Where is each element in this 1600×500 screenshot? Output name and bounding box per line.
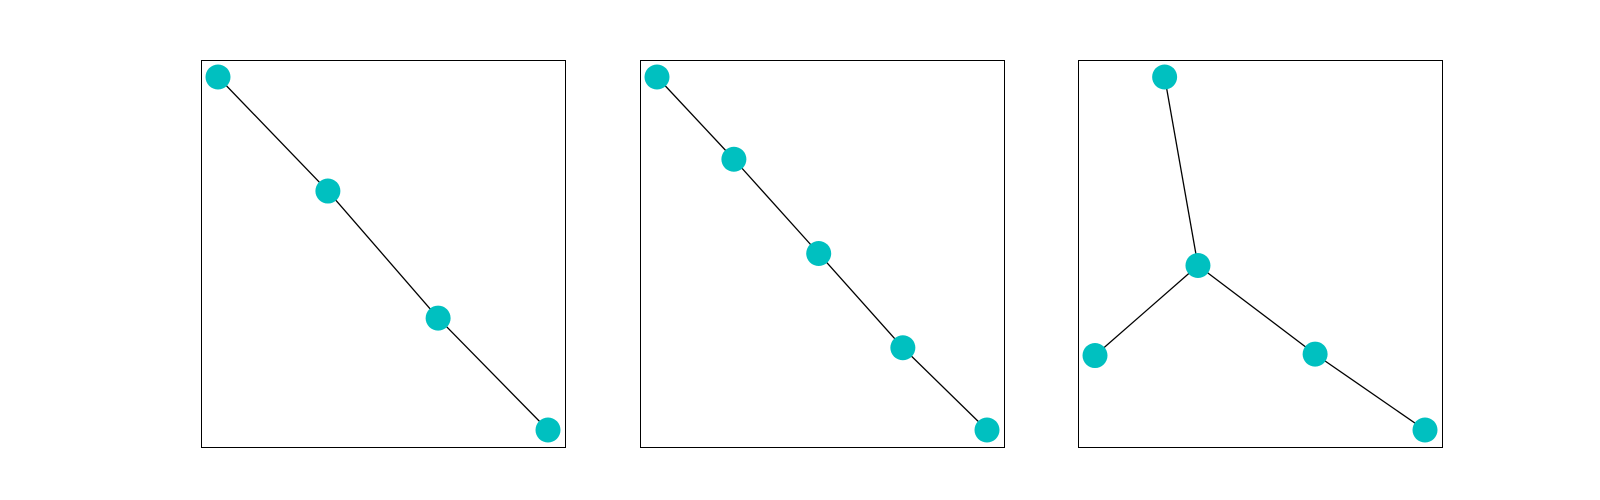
graph-node xyxy=(535,417,561,443)
graph-edge xyxy=(437,317,549,431)
panel-frame xyxy=(640,60,1005,448)
graph-edge xyxy=(1197,264,1316,355)
graph-panel-2 xyxy=(640,60,1005,448)
graph-edge xyxy=(327,190,439,319)
graph-panel-1 xyxy=(201,60,566,448)
graph-edge xyxy=(818,253,904,349)
graph-node xyxy=(1302,341,1328,367)
graph-node xyxy=(890,335,916,361)
graph-node xyxy=(644,64,670,90)
graph-node xyxy=(1185,253,1211,279)
graph-node xyxy=(1152,64,1178,90)
graph-node xyxy=(974,417,1000,443)
graph-node xyxy=(425,305,451,331)
graph-node xyxy=(1082,343,1108,369)
panel-frame xyxy=(201,60,566,448)
graph-edge xyxy=(733,158,820,254)
graph-node xyxy=(721,146,747,172)
graph-edge xyxy=(902,347,988,431)
graph-edge xyxy=(1163,76,1199,266)
graph-edge xyxy=(217,76,329,192)
graph-edge xyxy=(1094,265,1199,357)
graph-node xyxy=(315,178,341,204)
graph-node xyxy=(806,241,832,266)
graph-node xyxy=(205,64,231,90)
graph-edge xyxy=(1314,353,1426,431)
graph-node xyxy=(1412,417,1438,443)
graph-edge xyxy=(656,76,735,160)
graph-panel-3 xyxy=(1078,60,1443,448)
panel-frame xyxy=(1078,60,1443,448)
